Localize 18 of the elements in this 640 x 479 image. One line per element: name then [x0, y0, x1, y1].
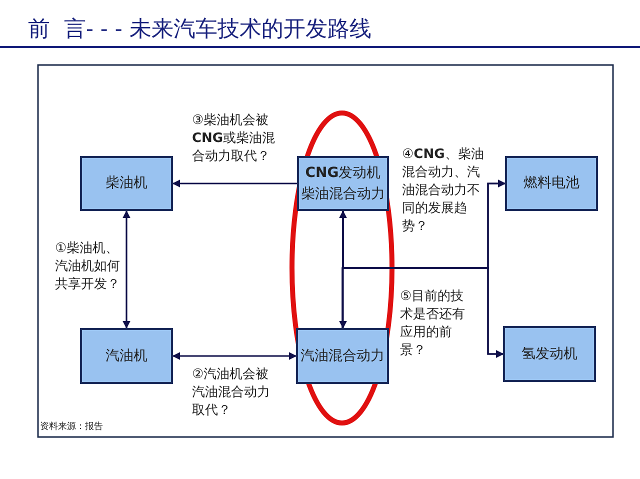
- arrow: [342, 267, 504, 358]
- process-box: 氢发动机: [503, 326, 596, 382]
- process-box: 汽油机: [80, 328, 173, 384]
- question-text: ④CNG、柴油混合动力、汽油混合动力不同的发展趋势？: [402, 146, 485, 236]
- title: 前 言- - - 未来汽车技术的开发路线: [28, 16, 372, 44]
- question-text: ①柴油机、汽油机如何共享开发？: [55, 240, 121, 294]
- question-text: ③柴油机会被CNG或柴油混合动力取代？: [192, 112, 276, 166]
- arrow: [339, 210, 347, 329]
- arrow: [122, 210, 130, 329]
- process-box: 汽油混合动力: [296, 328, 389, 384]
- arrow: [172, 180, 297, 188]
- process-box: 燃料电池: [505, 156, 598, 211]
- process-box: 柴油机: [80, 156, 173, 211]
- source-note: 资料来源：报告: [40, 422, 104, 433]
- arrow: [172, 352, 297, 360]
- process-box: CNG发动机 柴油混合动力: [297, 156, 389, 211]
- question-text: ⑤目前的技术是否还有应用的前景？: [400, 288, 466, 360]
- question-text: ②汽油机会被汽油混合动力取代？: [192, 366, 271, 420]
